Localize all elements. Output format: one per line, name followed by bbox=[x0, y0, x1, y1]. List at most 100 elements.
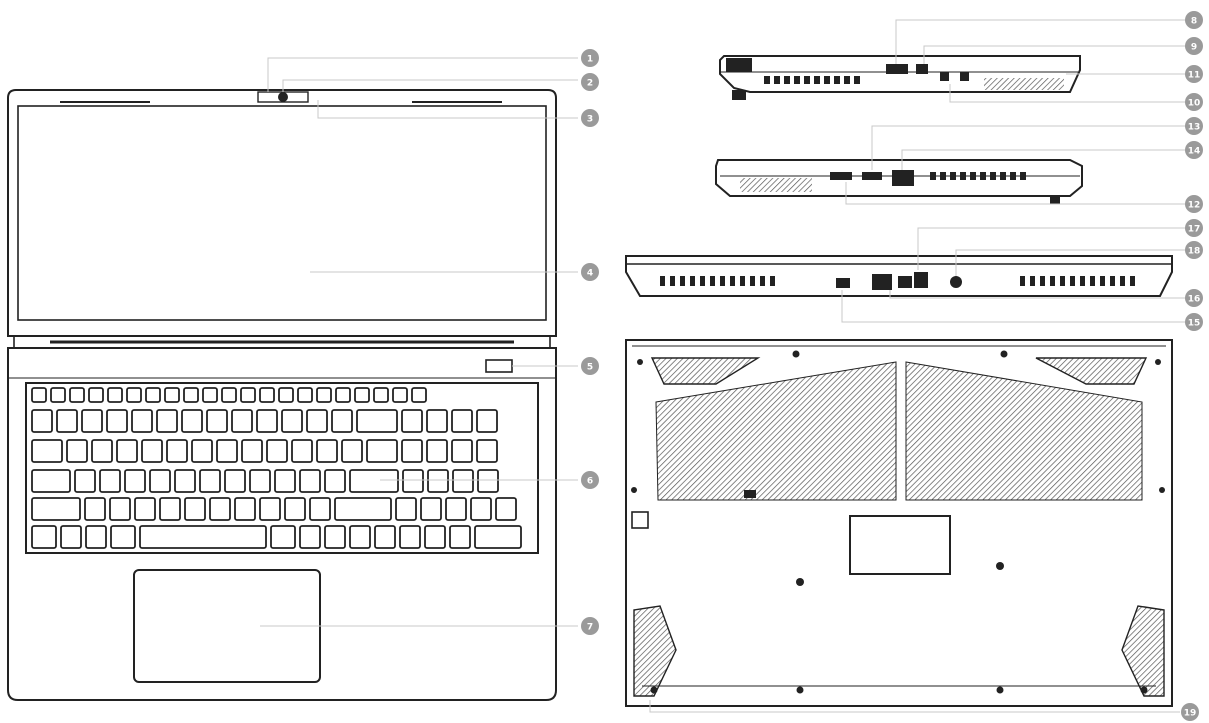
power-button bbox=[485, 359, 513, 373]
keyboard-key bbox=[31, 525, 57, 549]
vent-slot bbox=[970, 172, 976, 180]
keyboard-key bbox=[184, 497, 206, 521]
keyboard-key bbox=[324, 469, 346, 493]
keyboard-key bbox=[349, 525, 371, 549]
callout-14: 14 bbox=[1185, 141, 1203, 159]
vent-slot bbox=[784, 76, 790, 84]
keyboard-key bbox=[166, 439, 188, 463]
svg-text:10: 10 bbox=[1188, 99, 1201, 109]
keyboard-key bbox=[259, 497, 281, 521]
keyboard-key bbox=[206, 409, 228, 433]
keyboard-key bbox=[56, 409, 78, 433]
keyboard-key bbox=[316, 439, 338, 463]
laptop-left-side-view bbox=[715, 159, 1083, 204]
keyboard-key bbox=[139, 525, 267, 549]
keyboard-key bbox=[31, 387, 47, 403]
keyboard-key bbox=[91, 439, 113, 463]
vent-slot bbox=[960, 172, 966, 180]
callout-16: 16 bbox=[1185, 289, 1203, 307]
vent-slot bbox=[764, 76, 770, 84]
keyboard-key bbox=[69, 387, 85, 403]
vent-slot bbox=[760, 276, 765, 286]
svg-text:3: 3 bbox=[587, 115, 593, 125]
callout-13: 13 bbox=[1185, 117, 1203, 135]
keyboard-key bbox=[335, 387, 351, 403]
vent-slot bbox=[804, 76, 810, 84]
keyboard-key bbox=[234, 497, 256, 521]
keyboard-key bbox=[278, 387, 294, 403]
vent-slot bbox=[1050, 276, 1055, 286]
keyboard-key bbox=[174, 469, 196, 493]
callout-badges: 1 2 3 4 5 6 7 8 9 11 10 13 14 12 17 18 1… bbox=[581, 11, 1203, 721]
keyboard-key bbox=[31, 469, 71, 493]
callout-1: 1 bbox=[581, 49, 599, 67]
laptop-bottom-view bbox=[625, 339, 1173, 707]
keyboard-key bbox=[266, 439, 288, 463]
keyboard-key bbox=[126, 387, 142, 403]
callout-18: 18 bbox=[1185, 241, 1203, 259]
keyboard-key bbox=[477, 469, 499, 493]
vent-slot bbox=[980, 172, 986, 180]
vent-slot bbox=[1070, 276, 1075, 286]
svg-text:7: 7 bbox=[587, 623, 593, 633]
keyboard-key bbox=[209, 497, 231, 521]
callout-7: 7 bbox=[581, 617, 599, 635]
keyboard-key bbox=[240, 387, 256, 403]
keyboard-key bbox=[183, 387, 199, 403]
vent-slot bbox=[660, 276, 665, 286]
keyboard-key bbox=[270, 525, 296, 549]
svg-text:13: 13 bbox=[1188, 123, 1201, 133]
vent-slot bbox=[1130, 276, 1135, 286]
keyboard-key bbox=[424, 525, 446, 549]
vent-slot bbox=[680, 276, 685, 286]
keyboard-key bbox=[74, 469, 96, 493]
vent-slot bbox=[950, 172, 956, 180]
keyboard bbox=[25, 382, 539, 554]
keyboard-key bbox=[66, 439, 88, 463]
vent-slot bbox=[844, 76, 850, 84]
laptop-top-view bbox=[7, 89, 557, 701]
callout-5: 5 bbox=[581, 357, 599, 375]
keyboard-key bbox=[402, 469, 424, 493]
vent-slot bbox=[854, 76, 860, 84]
svg-text:15: 15 bbox=[1188, 319, 1201, 329]
keyboard-key bbox=[476, 439, 498, 463]
svg-text:5: 5 bbox=[587, 363, 593, 373]
keyboard-key bbox=[106, 409, 128, 433]
vent-slot bbox=[1100, 276, 1105, 286]
keyboard-key bbox=[31, 439, 63, 463]
vent-slot bbox=[1000, 172, 1006, 180]
leader-lines bbox=[260, 19, 1186, 713]
vent-slot bbox=[710, 276, 715, 286]
vent-slot bbox=[1060, 276, 1065, 286]
keyboard-key bbox=[452, 469, 474, 493]
keyboard-key bbox=[199, 469, 221, 493]
svg-text:11: 11 bbox=[1188, 71, 1201, 81]
keyboard-key bbox=[259, 387, 275, 403]
vent-slot bbox=[1020, 276, 1025, 286]
svg-text:17: 17 bbox=[1188, 225, 1201, 235]
keyboard-key bbox=[474, 525, 522, 549]
keyboard-key bbox=[249, 469, 271, 493]
vent-slot bbox=[834, 76, 840, 84]
keyboard-key bbox=[401, 439, 423, 463]
keyboard-key bbox=[31, 409, 53, 433]
vent-slot bbox=[740, 276, 745, 286]
keyboard-key bbox=[427, 469, 449, 493]
svg-text:1: 1 bbox=[587, 55, 593, 65]
keyboard-key bbox=[445, 497, 467, 521]
svg-text:14: 14 bbox=[1188, 147, 1201, 157]
keyboard-key bbox=[60, 525, 82, 549]
keyboard-key bbox=[131, 409, 153, 433]
callout-8: 8 bbox=[1185, 11, 1203, 29]
keyboard-key bbox=[297, 387, 313, 403]
svg-text:19: 19 bbox=[1184, 709, 1197, 719]
keyboard-key bbox=[221, 387, 237, 403]
callout-9: 9 bbox=[1185, 37, 1203, 55]
callout-4: 4 bbox=[581, 263, 599, 281]
vent-slot bbox=[990, 172, 996, 180]
keyboard-key bbox=[470, 497, 492, 521]
svg-text:4: 4 bbox=[587, 269, 593, 279]
laptop-right-side-view bbox=[719, 55, 1081, 100]
callout-12: 12 bbox=[1185, 195, 1203, 213]
